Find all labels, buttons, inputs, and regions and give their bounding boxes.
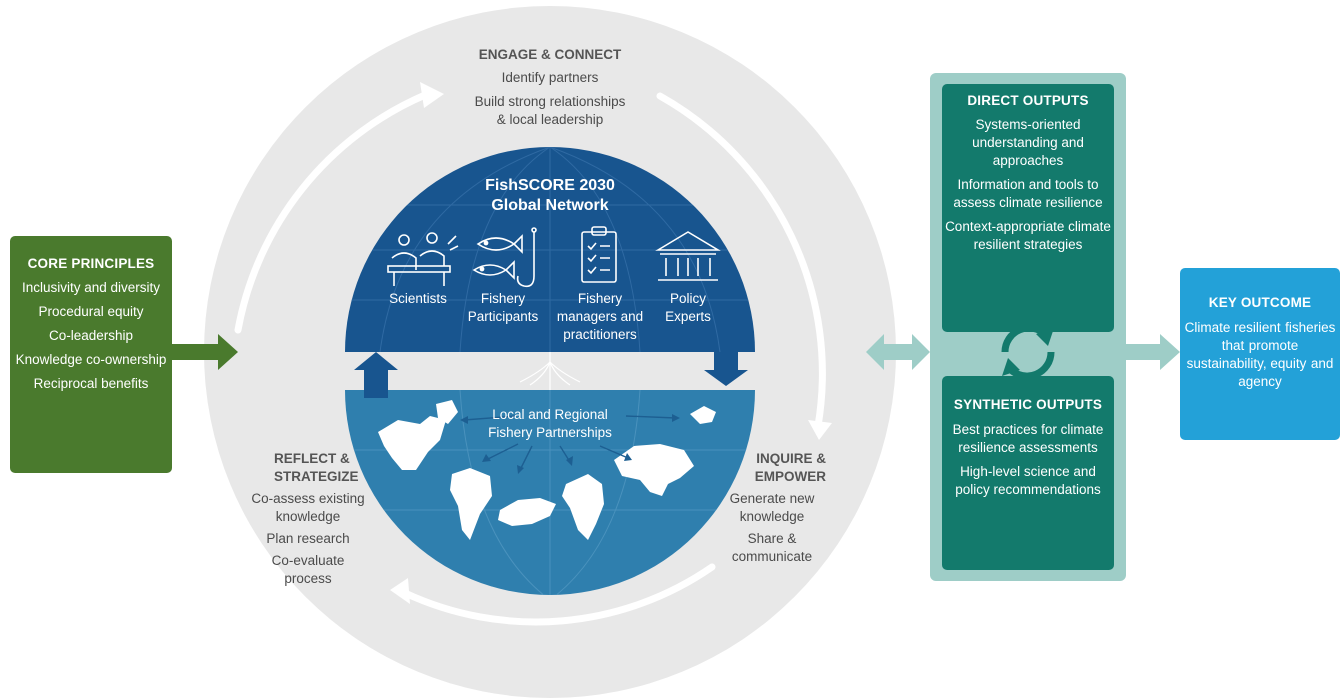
direct-output-item: Systems-oriented understanding and appro… [972, 117, 1084, 168]
partnership-arrowhead [517, 465, 524, 474]
principle-item: Co-leadership [48, 328, 134, 343]
continents [378, 400, 716, 540]
principle-item: Reciprocal benefits [33, 376, 149, 391]
network-title-line1: FishSCORE 2030 [485, 177, 615, 194]
partnerships-label: Local and Regional Fishery Partnerships [488, 407, 612, 440]
arc-arrow-bottom [401, 563, 716, 626]
key-outcome-box: KEY OUTCOME Climate resilient fisheries … [1180, 268, 1340, 440]
africa-shape [562, 474, 604, 540]
network-title-line2: Global Network [491, 197, 609, 214]
australia-shape [690, 406, 716, 424]
inquire-item: Share & [747, 531, 797, 546]
reflect-title-line1: REFLECT & [274, 451, 350, 466]
arrowhead-bottom [390, 578, 410, 604]
principle-item: Procedural equity [38, 304, 144, 319]
partnership-arrowhead [460, 416, 468, 424]
inquire-item: communicate [731, 549, 813, 564]
core-principles-title: CORE PRINCIPLES [27, 256, 155, 271]
key-outcome-line: sustainability, equity [1186, 356, 1307, 371]
synthetic-outputs-box: SYNTHETIC OUTPUTS Best practices for cli… [942, 376, 1114, 570]
key-outcome-line: fisheries that [1221, 320, 1336, 353]
partnership-arrows [463, 415, 677, 471]
engage-item: Identify partners [501, 70, 599, 85]
synthetic-output-item: High-level science and policy recommenda… [955, 464, 1101, 497]
down-arrow-inquire [704, 352, 748, 386]
partnership-arrowhead [566, 456, 573, 466]
fish-hook-icon [472, 227, 537, 288]
principle-item: Inclusivity and diversity [21, 280, 161, 295]
reflect-item: Co-assess existing [251, 491, 365, 506]
core-principles-box: CORE PRINCIPLES Inclusivity and diversit… [10, 236, 172, 473]
clipboard-checklist-icon [581, 226, 617, 283]
arrowhead-top-left [420, 82, 444, 108]
north-america-shape [378, 416, 446, 470]
partnership-arrowhead [624, 453, 632, 461]
engage-item: Build strong relationships [474, 94, 626, 109]
inquire-item: knowledge [739, 509, 805, 524]
group-label-scientists: Scientists [389, 291, 447, 306]
inquire-title-line2: EMPOWER [754, 469, 826, 484]
inquire-title-line1: INQUIRE & [756, 451, 826, 466]
europe-shape [498, 498, 556, 526]
direct-output-item: Information and tools to assess climate … [953, 177, 1103, 210]
cycle-arrows [234, 91, 826, 626]
key-outcome-line: Climate resilient [1184, 320, 1281, 335]
principle-item: Knowledge co-ownership [15, 352, 167, 367]
scientists-icon [387, 232, 459, 286]
reflect-title-line2: STRATEGIZE [274, 469, 359, 484]
synthetic-outputs-title: SYNTHETIC OUTPUTS [953, 397, 1103, 412]
synthetic-output-item: Best practices for climate resilience as… [952, 422, 1104, 455]
engage-item: & local leadership [496, 112, 604, 127]
partnership-arrowhead [672, 414, 680, 422]
greenland-shape [436, 400, 458, 424]
partnership-links [519, 352, 581, 390]
reflect-item: Plan research [266, 531, 350, 546]
direct-output-item: Context-appropriate climate resilient st… [945, 219, 1111, 252]
south-america-shape [450, 468, 492, 540]
key-outcome-title: KEY OUTCOME [1208, 295, 1312, 310]
engage-connect-block: ENGAGE & CONNECT Identify partners Build… [430, 46, 670, 129]
outcome-arrow [1126, 334, 1180, 370]
key-outcome-line: and agency [1238, 356, 1334, 389]
up-arrow-reflect [354, 352, 398, 398]
network-title: FishSCORE 2030 Global Network [460, 176, 640, 216]
arrowhead-top-right [808, 420, 832, 440]
engage-title: ENGAGE & CONNECT [478, 47, 622, 62]
principles-arrow [172, 334, 238, 370]
inquire-empower-block: INQUIRE & EMPOWER Generate new knowledge… [712, 450, 832, 566]
inquire-item: Generate new [729, 491, 815, 506]
government-building-icon [655, 231, 721, 281]
reflect-item: process [284, 571, 332, 586]
key-outcome-line: promote [1248, 338, 1299, 353]
arc-arrow-top-left [234, 91, 429, 334]
reflect-item: Co-evaluate [271, 553, 345, 568]
arc-arrow-top-right [656, 92, 826, 430]
reflect-strategize-block: REFLECT & STRATEGIZE Co-assess existing … [238, 450, 378, 588]
group-label-fishery-participants: Fishery Participants [467, 291, 539, 324]
dome-grid [345, 147, 755, 352]
reflect-item: knowledge [275, 509, 341, 524]
partnership-arrowhead [482, 454, 491, 462]
asia-shape [614, 444, 694, 496]
direct-outputs-title: DIRECT OUTPUTS [967, 93, 1089, 108]
group-label-fishery-managers: Fishery managers and practitioners [556, 291, 644, 342]
group-label-policy-experts: Policy Experts [665, 291, 711, 324]
direct-outputs-box: DIRECT OUTPUTS Systems-oriented understa… [942, 84, 1114, 332]
cycle-outputs-double-arrow [866, 334, 930, 370]
